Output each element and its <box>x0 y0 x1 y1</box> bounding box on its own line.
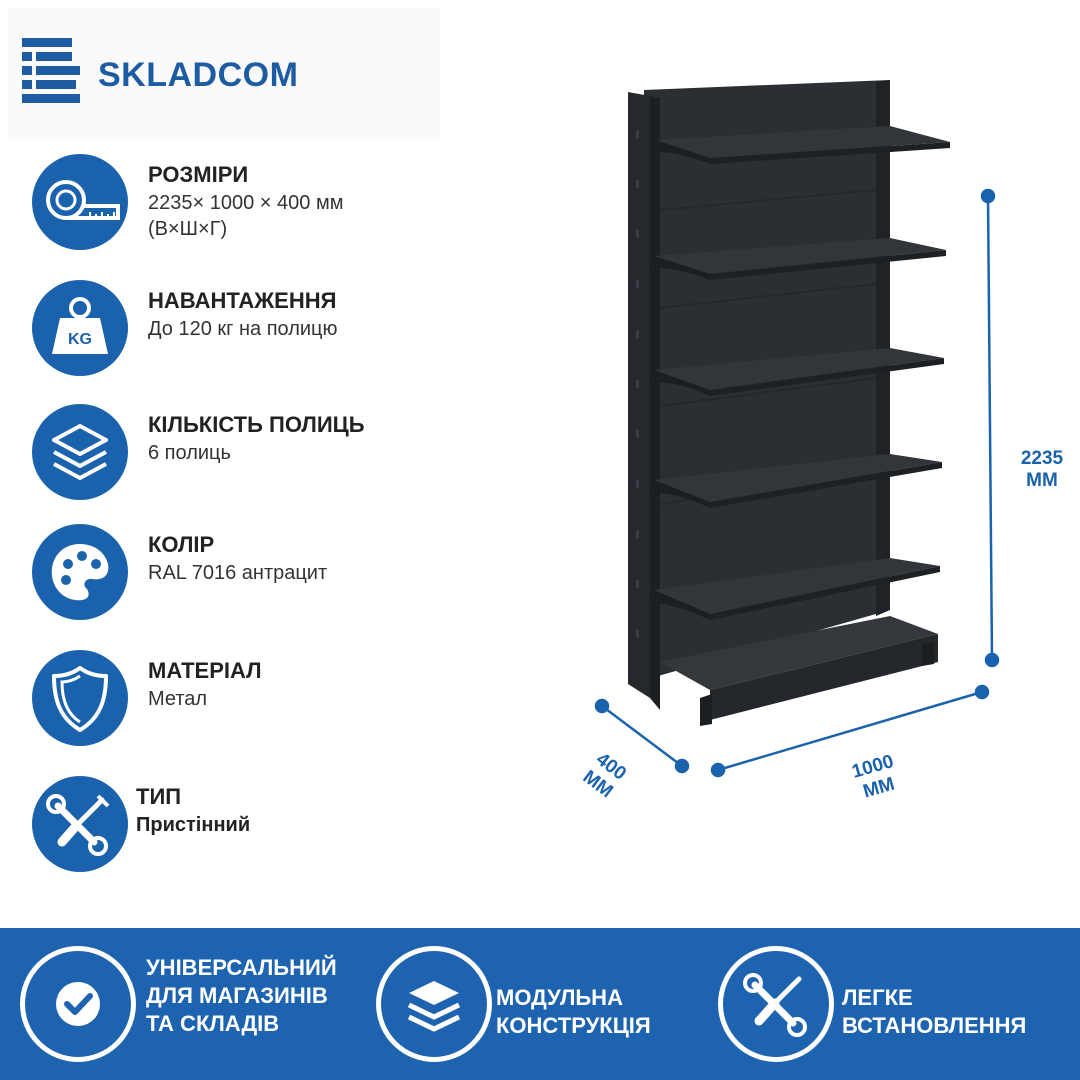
shelf <box>656 126 950 164</box>
spec-value: 6 полиць <box>148 442 231 464</box>
tools-icon <box>32 776 128 872</box>
spec-value: RAL 7016 антрацит <box>148 562 328 584</box>
spec-title: КОЛІР <box>148 532 215 557</box>
palette-icon <box>32 524 128 620</box>
spec-title: МАТЕРІАЛ <box>148 658 262 683</box>
brand-name: SKLADCOM <box>98 56 299 94</box>
layers-icon <box>376 946 492 1062</box>
height-dimension-label: 2235 MM <box>1020 448 1064 491</box>
spec-type: ТИП Пристінний <box>32 776 432 872</box>
tape-measure-icon <box>32 154 128 250</box>
feature-universal: УНІВЕРСАЛЬНИЙ ДЛЯ МАГАЗИНІВ ТА СКЛАДІВ <box>20 946 360 1062</box>
feature-label: МОДУЛЬНА КОНСТРУКЦІЯ <box>496 985 651 1038</box>
spec-value: Метал <box>148 688 208 710</box>
logo-area: SKLADCOM <box>8 8 440 140</box>
feature-label: ЛЕГКЕ ВСТАНОВЛЕННЯ <box>842 985 1027 1038</box>
feature-label: УНІВЕРСАЛЬНИЙ ДЛЯ МАГАЗИНІВ ТА СКЛАДІВ <box>146 955 337 1036</box>
feature-easy-install: ЛЕГКЕ ВСТАНОВЛЕННЯ <box>718 946 1068 1062</box>
spec-shelves: КІЛЬКІСТЬ ПОЛИЦЬ 6 полиць <box>32 404 432 500</box>
logo-icon <box>22 38 80 103</box>
features-banner: УНІВЕРСАЛЬНИЙ ДЛЯ МАГАЗИНІВ ТА СКЛАДІВ М… <box>0 928 1080 1080</box>
kg-label: KG <box>68 331 92 348</box>
weight-kg-icon: KG <box>32 280 128 376</box>
spec-value: Пристінний <box>136 814 251 836</box>
spec-material: МАТЕРІАЛ Метал <box>32 650 432 746</box>
checkmark-icon <box>20 946 136 1062</box>
layers-icon <box>32 404 128 500</box>
feature-modular: МОДУЛЬНА КОНСТРУКЦІЯ <box>376 946 716 1062</box>
spec-load: KG НАВАНТАЖЕННЯ До 120 кг на полицю <box>32 280 432 376</box>
spec-title: РОЗМІРИ <box>148 162 249 187</box>
spec-sizes: РОЗМІРИ 2235× 1000 × 400 мм (В×Ш×Г) <box>32 154 432 250</box>
spec-value: 2235× 1000 × 400 мм (В×Ш×Г) <box>148 192 344 240</box>
shelving-unit-image <box>628 80 950 726</box>
shield-icon <box>32 650 128 746</box>
spec-value: До 120 кг на полицю <box>148 318 338 340</box>
spec-title: НАВАНТАЖЕННЯ <box>148 288 337 313</box>
spec-color: КОЛІР RAL 7016 антрацит <box>32 524 432 620</box>
spec-title: КІЛЬКІСТЬ ПОЛИЦЬ <box>148 412 365 437</box>
dimension-lines <box>594 188 1000 778</box>
spec-title: ТИП <box>136 784 182 809</box>
tools-icon <box>718 946 834 1062</box>
